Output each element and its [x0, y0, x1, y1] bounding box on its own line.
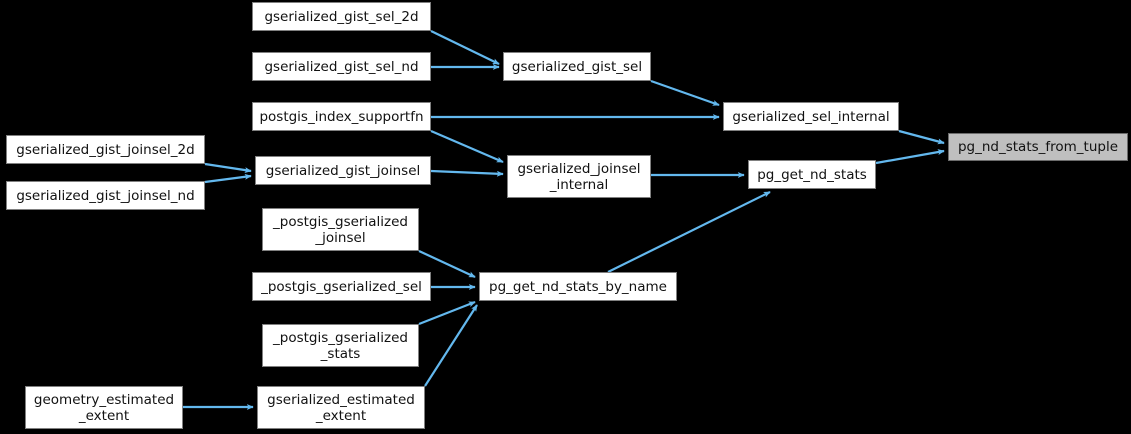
edge-_postgis_gserialized_stats-to-pg_get_nd_stats_by_name	[418, 300, 476, 326]
node-label: geometry_estimated _extent	[33, 391, 175, 424]
node-label: gserialized_gist_joinsel_2d	[16, 141, 195, 158]
node-label: gserialized_gist_sel	[511, 58, 643, 75]
edge-postgis_index_supportfn-to-gserialized_joinsel_internal	[430, 129, 504, 164]
node-postgis_index_supportfn[interactable]: postgis_index_supportfn	[252, 102, 431, 131]
edge-gserialized_gist_sel-to-gserialized_sel_internal	[650, 79, 720, 107]
node-gserialized_gist_sel_2d[interactable]: gserialized_gist_sel_2d	[252, 2, 431, 31]
node-gserialized_gist_joinsel[interactable]: gserialized_gist_joinsel	[255, 156, 431, 185]
node-label: gserialized_gist_joinsel	[265, 162, 421, 179]
node-gserialized_gist_joinsel_2d[interactable]: gserialized_gist_joinsel_2d	[6, 135, 205, 164]
edge-gserialized_gist_joinsel-to-gserialized_joinsel_internal	[430, 169, 504, 177]
node-geometry_estimated_extent[interactable]: geometry_estimated _extent	[25, 386, 183, 429]
node-gserialized_gist_joinsel_nd[interactable]: gserialized_gist_joinsel_nd	[6, 181, 205, 210]
node-label: gserialized_gist_joinsel_nd	[16, 187, 195, 204]
node-label: pg_nd_stats_from_tuple	[957, 139, 1119, 155]
node-pg_nd_stats_from_tuple[interactable]: pg_nd_stats_from_tuple	[948, 133, 1128, 161]
node-label: gserialized_gist_sel_nd	[264, 58, 419, 75]
node-pg_get_nd_stats_by_name[interactable]: pg_get_nd_stats_by_name	[479, 272, 677, 301]
node-gserialized_gist_sel[interactable]: gserialized_gist_sel	[503, 52, 651, 81]
edge-gserialized_estimated_extent-to-pg_get_nd_stats_by_name	[424, 304, 478, 387]
node-label: gserialized_sel_internal	[732, 108, 890, 125]
node-gserialized_gist_sel_nd[interactable]: gserialized_gist_sel_nd	[252, 52, 431, 81]
node-label: pg_get_nd_stats	[757, 166, 867, 183]
node-label: gserialized_gist_sel_2d	[264, 8, 419, 25]
node-_postgis_gserialized_sel[interactable]: _postgis_gserialized_sel	[252, 272, 431, 301]
node-pg_get_nd_stats[interactable]: pg_get_nd_stats	[748, 160, 876, 189]
node-label: _postgis_gserialized _joinsel	[273, 213, 408, 246]
edge-pg_get_nd_stats-to-pg_nd_stats_from_tuple	[875, 149, 945, 165]
node-label: gserialized_joinsel _internal	[517, 160, 641, 193]
node-gserialized_estimated_extent[interactable]: gserialized_estimated _extent	[257, 386, 425, 429]
node-gserialized_sel_internal[interactable]: gserialized_sel_internal	[723, 102, 899, 131]
edge-pg_get_nd_stats_by_name-to-pg_get_nd_stats	[607, 191, 771, 273]
edge-gserialized_gist_sel_2d-to-gserialized_gist_sel	[430, 30, 500, 65]
node-label: _postgis_gserialized _stats	[273, 329, 408, 362]
edge-gserialized_sel_internal-to-pg_nd_stats_from_tuple	[898, 129, 945, 145]
edge-gserialized_gist_joinsel_nd-to-gserialized_gist_joinsel	[204, 173, 252, 184]
node-label: pg_get_nd_stats_by_name	[489, 278, 667, 295]
node-label: gserialized_estimated _extent	[267, 391, 415, 424]
edge-gserialized_gist_joinsel_2d-to-gserialized_gist_joinsel	[204, 162, 252, 174]
node-_postgis_gserialized_stats[interactable]: _postgis_gserialized _stats	[262, 324, 419, 367]
node-label: _postgis_gserialized_sel	[261, 278, 422, 295]
node-_postgis_gserialized_joinsel[interactable]: _postgis_gserialized _joinsel	[262, 208, 419, 251]
node-label: postgis_index_supportfn	[259, 108, 424, 125]
node-gserialized_joinsel_internal[interactable]: gserialized_joinsel _internal	[507, 155, 651, 198]
